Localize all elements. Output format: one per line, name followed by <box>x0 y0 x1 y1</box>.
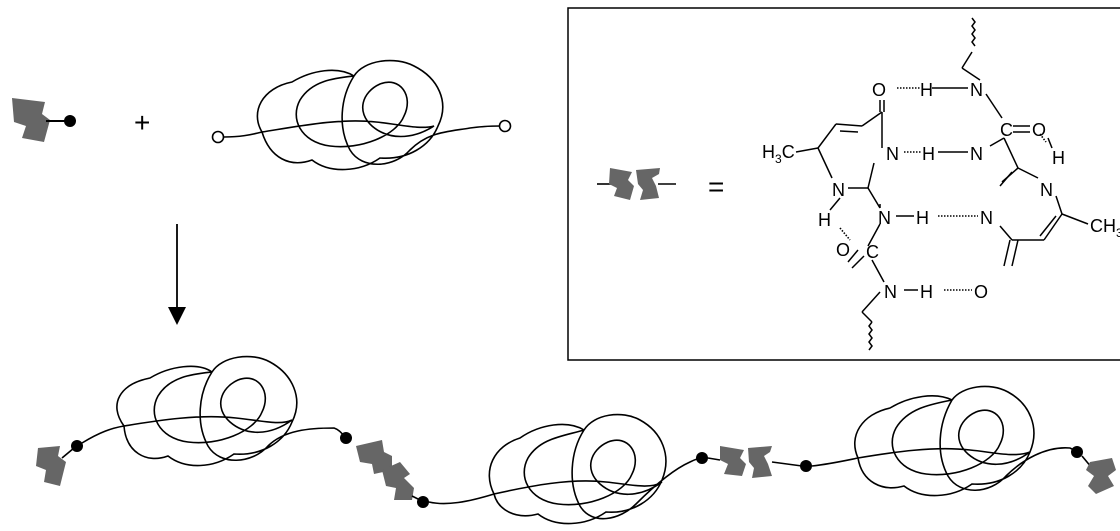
atom-n-mid: N <box>886 144 899 164</box>
hbond-5 <box>839 227 851 241</box>
atom-h3c: H3C <box>762 142 795 166</box>
atom-o-right: O <box>1032 120 1046 140</box>
atom-c-lower: C <box>866 242 879 262</box>
chain-coil-1 <box>81 355 347 467</box>
upy-motif-chain-start <box>36 446 66 486</box>
upy-end-group-reactant <box>12 98 76 142</box>
atom-n-bottom: N <box>884 282 897 302</box>
chain-coil-2 <box>428 413 703 525</box>
chain-coil-3 <box>811 385 1077 497</box>
upy-motif-chain-3a <box>720 446 746 476</box>
supramolecular-chain <box>36 355 1116 525</box>
ureidopyrimidinone-dimer-structure: O H N C O H N H N H3C N N H N H N CH3 O … <box>762 17 1120 351</box>
atom-h-left: H <box>818 210 831 230</box>
chain-dot-6 <box>1071 446 1083 458</box>
chain-dot-3 <box>417 496 429 508</box>
chain-dot-1 <box>71 440 83 452</box>
atom-h-bottom: H <box>920 282 933 302</box>
upy-motif-chain-2a <box>356 440 392 474</box>
upy-motif-chain-3b <box>748 446 772 478</box>
plus-sign: + <box>134 107 150 138</box>
chain-dot-4 <box>696 452 708 464</box>
polymer-coil-reactant <box>211 59 512 171</box>
wavy-chain-bottom <box>868 321 873 351</box>
wavy-chain-top <box>971 17 976 47</box>
atom-o-top: O <box>872 80 886 100</box>
equals-sign: = <box>708 171 724 202</box>
open-end-dot-right <box>498 119 512 133</box>
atom-h-right: H <box>1052 148 1065 168</box>
atom-n-lower-right: N <box>980 208 993 228</box>
upy-motif-chain-end <box>1086 458 1116 494</box>
atom-h-mid: H <box>922 144 935 164</box>
upy-half-motif <box>12 98 50 142</box>
atom-c-right: C <box>1000 120 1013 140</box>
atom-h-top: H <box>920 80 933 100</box>
upy-dimer-symbol <box>597 168 676 200</box>
open-end-dot-left <box>211 130 225 144</box>
atom-ch3: CH3 <box>1090 216 1120 240</box>
filled-end-dot <box>64 115 76 127</box>
atom-o-bottom: O <box>974 282 988 302</box>
upy-motif-right <box>636 168 660 200</box>
atom-n-right-ring: N <box>1040 180 1053 200</box>
upy-motif-chain-2b <box>382 462 414 500</box>
inset-box <box>567 7 1120 361</box>
upy-motif-left <box>609 168 634 200</box>
coil-chain <box>223 59 501 171</box>
atom-h-lower: H <box>916 208 929 228</box>
atom-n-left: N <box>832 180 845 200</box>
chain-dot-5 <box>800 460 812 472</box>
atom-n-lower: N <box>878 208 891 228</box>
atom-n-mid-right: N <box>970 144 983 164</box>
atom-n-top-right: N <box>970 80 983 100</box>
chain-dot-2 <box>340 432 352 444</box>
atom-o-lower-left: O <box>836 240 850 260</box>
